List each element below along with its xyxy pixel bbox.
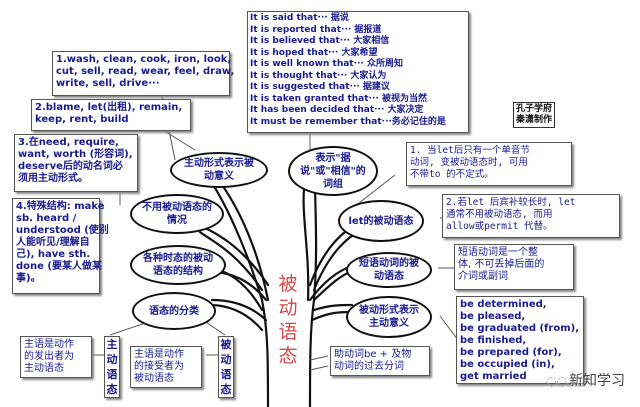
need-require-box: 3.在need, require, want, worth (形容词), des… [14,134,138,192]
phrase-line: It is well known that··· 众所周知 [250,59,403,69]
box-line: 主动语态 [24,363,64,374]
phrase-line: It is reported that··· 据报道 [250,24,382,35]
box-line: 通常不用被动语态, 而用 [446,209,553,220]
box-line: be determined, [460,299,547,310]
box-line: done (要某人做某 [16,261,102,272]
phrase-line: It is believed that··· 大家相信 [250,36,390,46]
center-char: 语 [278,321,298,343]
special-structure-box: 4.特殊结构: make sb. heard / understood (使别 … [12,198,109,294]
passive-structure-box: 助动词be + 及物 动词的过去分词 [330,346,430,376]
phrase-line: It is said that··· 据说 [250,13,349,23]
box-line: 己), have sth. [16,249,91,260]
box-line: 3.在need, require, [18,137,119,148]
box-line: 4.特殊结构: make [16,201,105,212]
box-line: get married [460,371,527,382]
box-line: 不带to 的不定式。 [410,169,494,180]
center-title: 被 动 语 态 [276,272,300,368]
box-line: be finished, [460,335,527,346]
phrase-line: It must be remember that···务必记住的是 [250,116,446,127]
phrase-line: It is thought that··· 大家认为 [250,70,387,81]
box-line: 介词或副词 [458,271,508,282]
node-said-believed: 表示"据说"或"相信"的词组 [288,146,378,196]
phrase-line: It is taken granted that··· 被视为当然 [250,93,427,104]
label-char: 态 [220,383,232,396]
label-char: 动 [106,353,118,366]
wechat-icon: ◌◌ [546,374,567,388]
box-line: 1. 当let后只有一个单音节 [410,145,530,156]
label-char: 语 [220,368,232,381]
box-line: be graduated (from), [460,323,579,334]
credit-box: 孔子学府 秦潇制作 [513,102,556,128]
box-line: 体, 不可丢掉后面的 [458,259,545,270]
box-line: 短语动词是一个整 [458,247,538,258]
let-rule-2-box: 2.若let 后宾补较长时, let 通常不用被动语态, 而用 allow或pe… [442,194,620,238]
box-line: 的接受者为 [134,361,184,372]
label-char: 动 [220,353,232,366]
box-line: write, sell, drive··· [56,78,160,89]
phrases-box: It is said that··· 据说 It is reported tha… [247,11,469,133]
box-line: deserve后的动名词必 [18,161,123,172]
box-line: 动词的过去分词 [334,361,404,372]
box-line: 的发出者为 [24,351,74,362]
passive-list-box: be determined, be pleased, be graduated … [456,296,584,384]
node-phrasal-verb-passive: 短语动词的被动语态 [346,252,432,288]
box-line: 事)。 [16,273,41,284]
box-line: 须用主动形式。 [18,173,88,184]
label-char: 态 [106,383,118,396]
watermark-text: 新知学习 [568,373,625,389]
passive-voice-label: 被 动 语 态 [218,336,234,398]
box-line: 被动语态 [134,373,174,384]
node-passive-form-active-meaning: 被动形式表示主动意义 [346,296,432,338]
active-voice-definition: 主语是动作 的发出者为 主动语态 [20,336,92,378]
box-line: allow或permit 代替。 [446,221,553,232]
box-line: keep, rent, build [35,114,129,125]
box-line: be prepared (for), [460,347,562,358]
credit-line: 孔子学府 [516,104,553,114]
active-voice-label: 主 动 语 态 [104,336,120,398]
node-tense-structures: 各种时态的被动语态的结构 [130,245,226,285]
box-line: 1.wash, clean, cook, iron, look, [56,54,232,65]
node-no-passive-cases: 不用被动语态的情况 [130,194,224,234]
node-active-form-passive-meaning: 主动形式表示被动意义 [170,152,268,188]
phrase-line: It is hoped that··· 大家希望 [250,47,378,58]
center-char: 态 [278,345,298,367]
label-char: 主 [106,338,118,351]
credit-line: 秦潇制作 [516,115,553,125]
center-char: 被 [278,273,298,295]
label-char: 语 [106,368,118,381]
box-line: 动词, 变被动语态时, 可用 [410,157,528,168]
box-line: 2.若let 后宾补较长时, let [446,197,576,208]
verbs-box-1: 1.wash, clean, cook, iron, look, cut, se… [52,51,235,96]
box-line: 主语是动作 [134,349,184,360]
verbs-box-2: 2.blame, let(出租), remain, keep, rent, bu… [31,99,191,131]
node-let-passive: let的被动语态 [338,200,424,242]
box-line: 主语是动作 [24,339,74,350]
box-line: 人能听见/理解自 [16,237,90,248]
label-char: 被 [220,338,232,351]
box-line: want, worth (形容词), [18,149,133,160]
box-line: 2.blame, let(出租), remain, [35,102,183,113]
box-line: sb. heard / [16,213,77,224]
let-rule-1-box: 1. 当let后只有一个单音节 动词, 变被动语态时, 可用 不带to 的不定式… [406,142,572,186]
box-line: understood (使别 [16,225,109,236]
box-line: be occupied (in), [460,359,555,370]
node-classification: 语态的分类 [132,292,216,330]
box-line: be pleased, [460,311,526,322]
phrase-line: It is suggested that··· 据建议 [250,82,390,92]
passive-voice-definition: 主语是动作 的接受者为 被动语态 [130,346,202,388]
phrasal-verb-note-box: 短语动词是一个整 体, 不可丢掉后面的 介词或副词 [454,244,574,290]
phrase-line: It has been decided that··· 大家决定 [250,105,424,115]
watermark: ◌◌新知学习 [546,370,625,390]
center-char: 动 [278,297,298,319]
box-line: 助动词be + 及物 [334,349,412,360]
box-line: cut, sell, read, wear, feel, draw, [56,66,235,77]
